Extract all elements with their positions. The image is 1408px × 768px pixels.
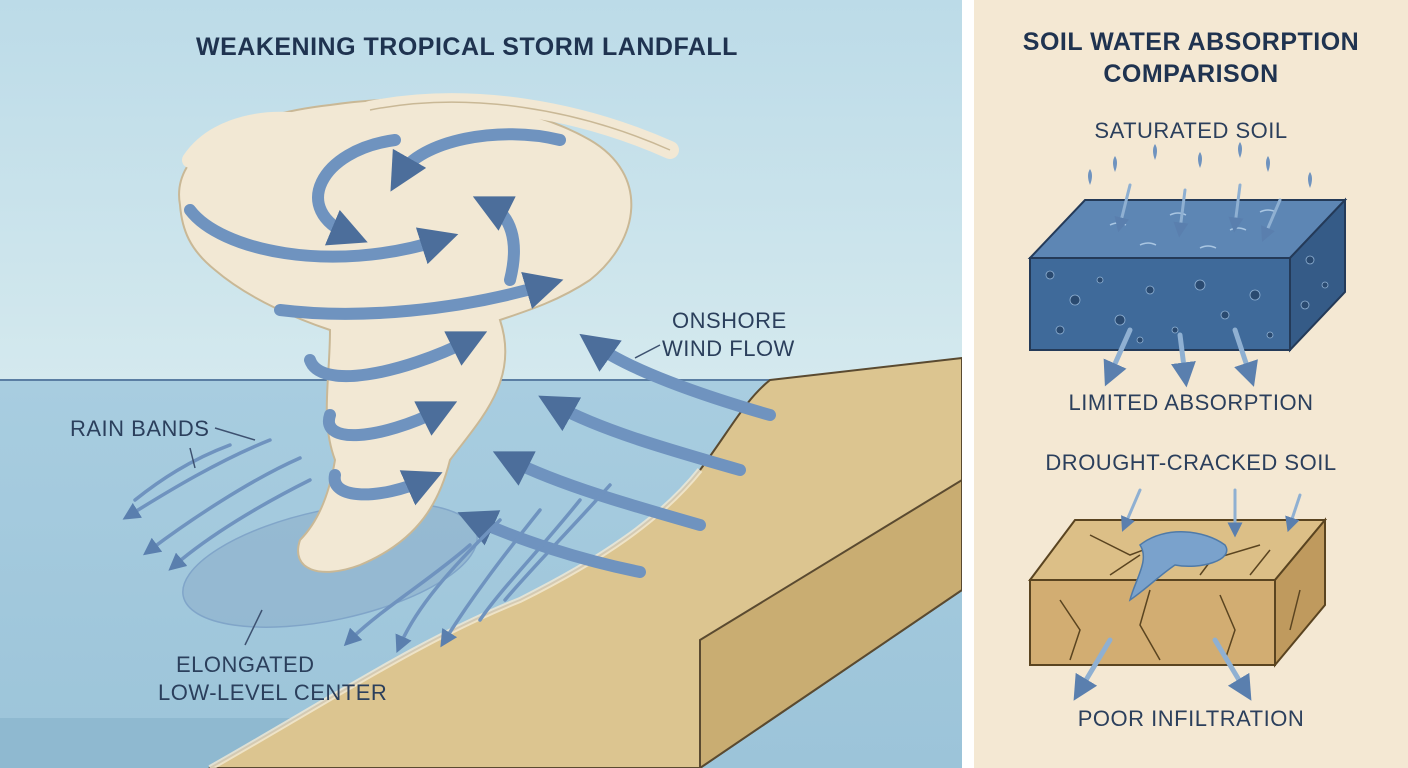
infiltration-arrows-top <box>1114 183 1282 242</box>
storm-circulation-arrows <box>184 128 566 506</box>
saturated-soil-heading: SATURATED SOIL <box>1094 118 1288 143</box>
swirl-arrow <box>328 469 443 506</box>
onshore-wind-label-line1: ONSHORE <box>672 308 787 333</box>
runoff-arrows-saturated <box>1103 327 1258 388</box>
saturated-soil-caption: LIMITED ABSORPTION <box>1068 390 1314 415</box>
swirl-arrow <box>390 128 566 192</box>
infiltration-arrows-drought <box>1121 488 1302 538</box>
rain-bands <box>122 438 612 653</box>
swirl-arrow <box>322 401 458 442</box>
swirl-arrow <box>472 196 520 286</box>
drought-soil-heading: DROUGHT-CRACKED SOIL <box>1045 450 1337 475</box>
swirl-arrow <box>184 204 459 265</box>
pooled-water <box>1128 531 1228 602</box>
swirl-arrow <box>274 271 564 320</box>
right-panel-title-line2: COMPARISON <box>1103 60 1279 88</box>
drought-soil-block <box>1028 517 1328 668</box>
runoff-arrows-drought <box>1073 637 1252 701</box>
saturated-soil-block <box>1027 197 1348 353</box>
low-center-label-line2: LOW-LEVEL CENTER <box>158 680 388 705</box>
onshore-wind-label-line2: WIND FLOW <box>662 336 795 361</box>
rain-drops <box>1088 142 1312 188</box>
swirl-arrow <box>312 134 401 246</box>
drought-soil-caption: POOR INFILTRATION <box>1077 706 1305 731</box>
rain-bands-label: RAIN BANDS <box>70 416 210 441</box>
swirl-arrow <box>304 331 488 383</box>
right-panel-title-line1: SOIL WATER ABSORPTION <box>1022 28 1360 56</box>
storm-cloud <box>178 93 679 573</box>
shoreline-foam <box>208 468 703 768</box>
low-center-label-line1: ELONGATED <box>176 652 315 677</box>
leader-lines <box>189 344 661 646</box>
left-panel-title: WEAKENING TROPICAL STORM LANDFALL <box>196 33 738 61</box>
panel-divider <box>962 0 974 768</box>
